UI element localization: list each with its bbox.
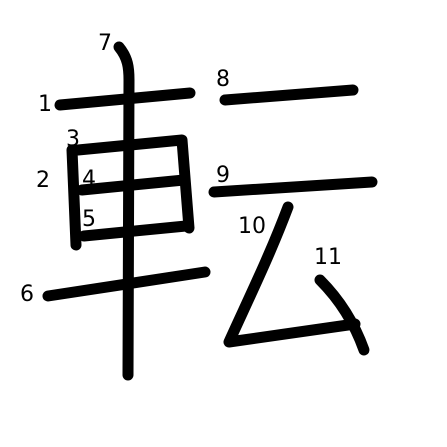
stroke-number-6: 6 (20, 282, 34, 307)
stroke-number-4: 4 (82, 167, 96, 192)
stroke-number-3: 3 (66, 127, 80, 152)
stroke-3 (72, 134, 195, 234)
stroke-number-2: 2 (36, 168, 50, 193)
stroke-7 (113, 41, 135, 381)
stroke-2 (66, 144, 82, 251)
stroke-10 (223, 201, 361, 348)
stroke-number-5: 5 (82, 207, 96, 232)
stroke-number-8: 8 (216, 67, 230, 92)
stroke-5 (78, 220, 192, 242)
stroke-11 (314, 274, 370, 356)
stroke-number-9: 9 (216, 163, 230, 188)
stroke-number-7: 7 (98, 31, 112, 56)
stroke-number-1: 1 (38, 92, 52, 117)
stroke-9 (208, 176, 378, 198)
stroke-8 (219, 84, 359, 106)
stroke-number-11: 11 (314, 245, 342, 270)
stroke-number-10: 10 (238, 214, 266, 239)
